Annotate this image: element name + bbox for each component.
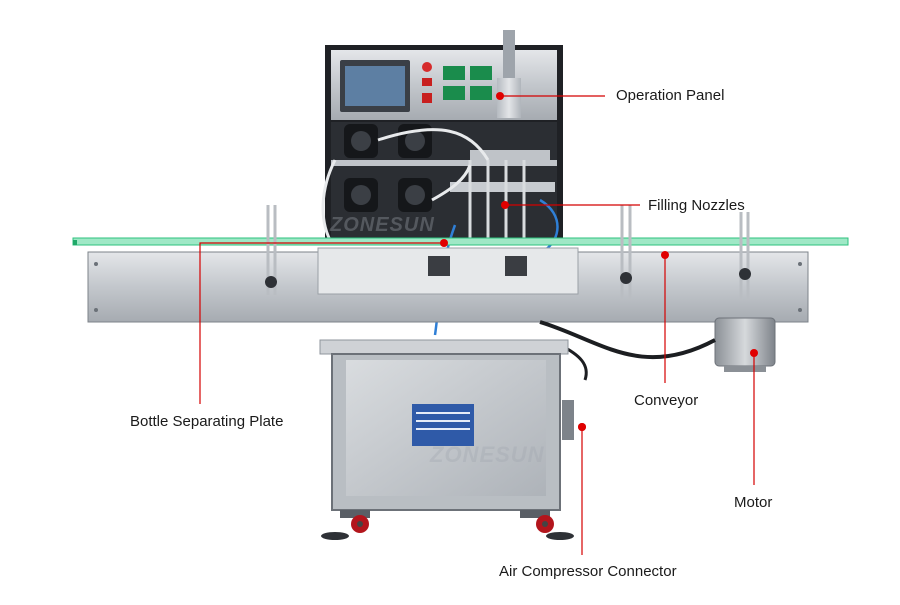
cabinet-top [319, 339, 569, 355]
callout-dot [501, 201, 509, 209]
lower-cabinet [319, 339, 586, 511]
air-inlet-block [562, 400, 574, 440]
pumps [344, 124, 432, 212]
power-cable [539, 320, 716, 360]
counter-display [470, 86, 492, 100]
brand-watermark: ZONESUN [430, 442, 545, 467]
counter-display [443, 66, 465, 80]
power-indicator [422, 62, 432, 72]
motor-base [724, 366, 766, 372]
counter-display [470, 66, 492, 80]
switch-indicator [422, 78, 432, 86]
peristaltic-pump-icon [344, 124, 378, 158]
callout-lines [199, 92, 758, 555]
label-filling-nozzles: Filling Nozzles [648, 197, 745, 214]
callout-dot [750, 349, 758, 357]
callout-dot [440, 239, 448, 247]
motor-housing [714, 317, 776, 367]
conveyor-assembly [72, 205, 849, 323]
nozzle-assembly [321, 30, 559, 336]
peristaltic-pump-icon [344, 178, 378, 212]
switch-indicator [422, 93, 432, 103]
callout-dot [578, 423, 586, 431]
label-operation-panel: Operation Panel [616, 87, 725, 104]
nozzle-bar [470, 150, 550, 160]
knob [265, 276, 277, 288]
casters [321, 510, 574, 540]
callout-dot [661, 251, 669, 259]
callout-line-bottle-separating-plate [199, 242, 444, 404]
screen-display [345, 66, 405, 106]
rail-end [73, 240, 77, 245]
caster-wheel-icon [520, 510, 574, 540]
tube [321, 159, 337, 241]
motor-assembly [539, 317, 776, 381]
peristaltic-pump-icon [398, 178, 432, 212]
shelf [331, 160, 557, 166]
tube [377, 128, 490, 161]
nozzle-bar [450, 182, 555, 192]
knob [739, 268, 751, 280]
clamp [428, 256, 450, 276]
tube [431, 164, 472, 202]
counter-display [443, 86, 465, 100]
nameplate [412, 404, 474, 446]
caster-wheel-icon [321, 510, 370, 540]
brand-watermark: ZONESUN [330, 214, 435, 236]
guide-rail [72, 237, 849, 246]
label-motor: Motor [734, 494, 773, 511]
pneumatic-cylinder [503, 30, 515, 80]
clamp [505, 256, 527, 276]
label-bottle-separating-plate: Bottle Separating Plate [130, 413, 284, 430]
callout-dot [496, 92, 504, 100]
label-conveyor: Conveyor [634, 392, 699, 409]
knob [620, 272, 632, 284]
label-air-compressor-connector: Air Compressor Connector [499, 563, 677, 580]
